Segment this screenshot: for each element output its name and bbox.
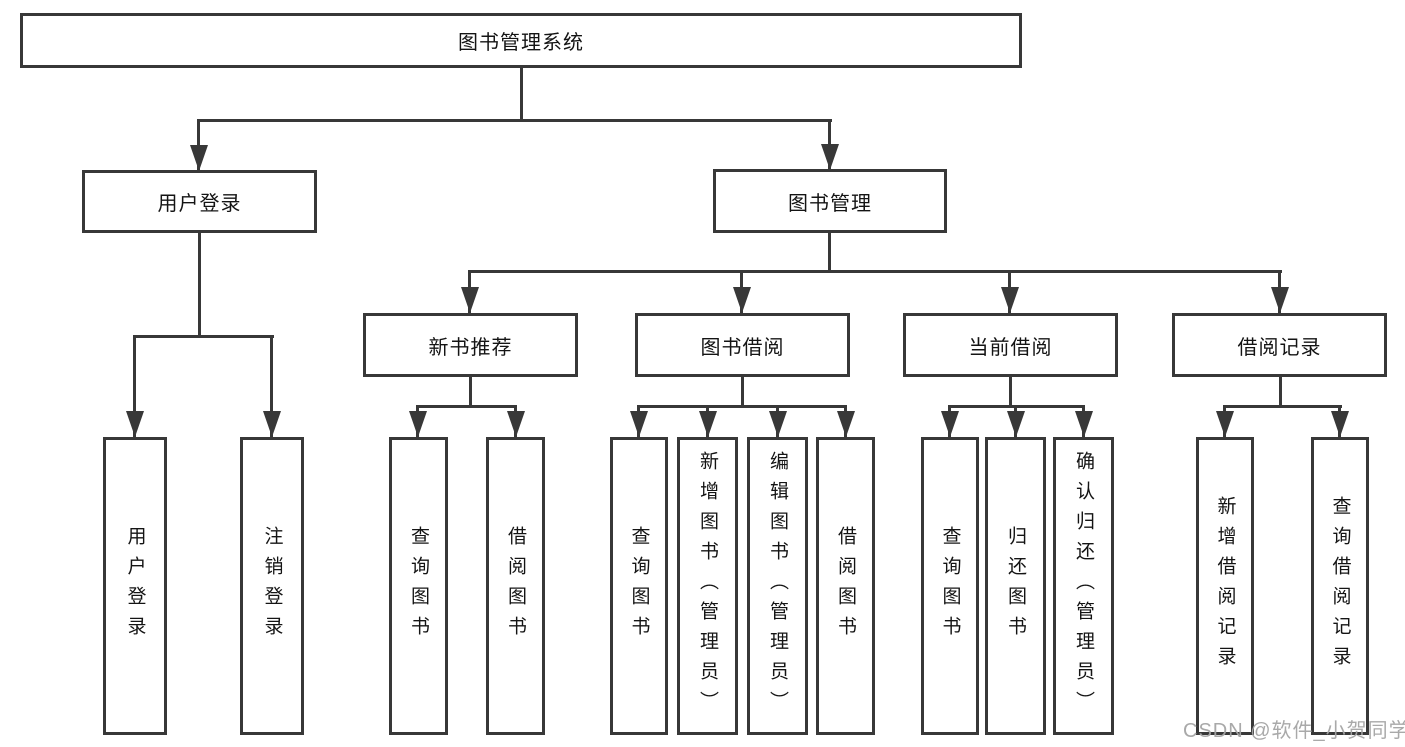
node-new-book-recommend-label: 新书推荐 [428, 336, 513, 359]
leaf-user-login: 用户登录 [103, 437, 167, 735]
leaf-logout-label: 注销登录 [261, 526, 283, 646]
node-user-login-label: 用户登录 [157, 193, 242, 215]
connector-borrow-records-crossbar [1223, 405, 1342, 408]
arrow-to-br-add-record [1223, 405, 1226, 437]
node-root-label: 图书管理系统 [458, 32, 584, 54]
arrow-to-new-book-rec [468, 270, 471, 313]
leaf-rec-borrow-book-label: 借阅图书 [505, 526, 526, 646]
leaf-user-login-label: 用户登录 [124, 526, 146, 646]
node-new-book-recommend: 新书推荐 [363, 313, 578, 377]
connector-book-mgmt-stem [828, 233, 831, 273]
node-book-management: 图书管理 [713, 169, 947, 233]
arrow-to-cb-confirm-return [1082, 405, 1085, 437]
arrow-to-bb-query-book [637, 405, 640, 437]
leaf-bb-query-book: 查询图书 [610, 437, 668, 735]
arrow-to-cb-query-book [948, 405, 951, 437]
leaf-rec-borrow-book: 借阅图书 [486, 437, 545, 735]
arrow-to-leaf-user-login [133, 335, 136, 437]
arrow-to-cb-return-book [1014, 405, 1017, 437]
arrow-to-user-login [197, 119, 200, 171]
leaf-cb-return-book-label: 归还图书 [1005, 526, 1026, 646]
connector-root-stem [520, 68, 523, 122]
leaf-bb-add-book: 新增图书（管理员） [677, 437, 738, 735]
arrow-to-rec-query-book [416, 405, 419, 437]
leaf-bb-edit-book-label: 编辑图书（管理员） [767, 451, 788, 721]
connector-user-login-stem [198, 233, 201, 338]
leaf-rec-query-book: 查询图书 [389, 437, 448, 735]
arrow-to-bb-add-book [706, 405, 709, 437]
leaf-bb-query-book-label: 查询图书 [628, 526, 650, 646]
node-current-borrow-label: 当前借阅 [968, 336, 1053, 359]
node-root: 图书管理系统 [20, 13, 1022, 68]
node-borrow-records: 借阅记录 [1172, 313, 1387, 377]
arrow-to-leaf-logout [270, 335, 273, 437]
leaf-bb-edit-book: 编辑图书（管理员） [747, 437, 808, 735]
connector-root-crossbar [198, 119, 832, 122]
leaf-logout: 注销登录 [240, 437, 304, 735]
node-book-borrow-label: 图书借阅 [700, 336, 785, 359]
leaf-cb-confirm-return: 确认归还（管理员） [1053, 437, 1114, 735]
leaf-cb-return-book: 归还图书 [985, 437, 1046, 735]
node-book-borrow: 图书借阅 [635, 313, 850, 377]
connector-new-book-crossbar [417, 405, 517, 408]
leaf-bb-add-book-label: 新增图书（管理员） [697, 451, 718, 721]
arrow-to-book-management [828, 119, 831, 170]
leaf-br-query-record: 查询借阅记录 [1311, 437, 1369, 735]
connector-user-login-crossbar [134, 335, 274, 338]
arrow-to-current-borrow [1008, 270, 1011, 313]
arrow-to-br-query-record [1338, 405, 1341, 437]
arrow-to-bb-edit-book [776, 405, 779, 437]
node-book-management-label: 图书管理 [788, 192, 872, 215]
arrow-to-rec-borrow-book [514, 405, 517, 437]
leaf-bb-borrow-book-label: 借阅图书 [835, 526, 856, 646]
connector-book-mgmt-crossbar [469, 270, 1282, 273]
connector-new-book-stem [469, 377, 472, 408]
leaf-rec-query-book-label: 查询图书 [408, 526, 429, 646]
connector-book-borrow-crossbar [637, 405, 847, 408]
node-current-borrow: 当前借阅 [903, 313, 1118, 377]
leaf-cb-query-book-label: 查询图书 [939, 526, 961, 646]
node-user-login: 用户登录 [82, 170, 317, 233]
arrow-to-borrow-records [1278, 270, 1281, 313]
connector-borrow-records-stem [1279, 377, 1282, 408]
csdn-watermark: CSDN @软件_小贺同学 [1183, 720, 1405, 742]
node-borrow-records-label: 借阅记录 [1237, 336, 1322, 359]
leaf-bb-borrow-book: 借阅图书 [816, 437, 875, 735]
leaf-br-add-record-label: 新增借阅记录 [1214, 496, 1236, 676]
connector-current-borrow-stem [1009, 377, 1012, 408]
leaf-cb-confirm-return-label: 确认归还（管理员） [1073, 451, 1094, 721]
leaf-br-query-record-label: 查询借阅记录 [1329, 496, 1351, 676]
arrow-to-bb-borrow-book [844, 405, 847, 437]
connector-book-borrow-stem [741, 377, 744, 408]
leaf-br-add-record: 新增借阅记录 [1196, 437, 1254, 735]
arrow-to-book-borrow [740, 270, 743, 313]
leaf-cb-query-book: 查询图书 [921, 437, 979, 735]
